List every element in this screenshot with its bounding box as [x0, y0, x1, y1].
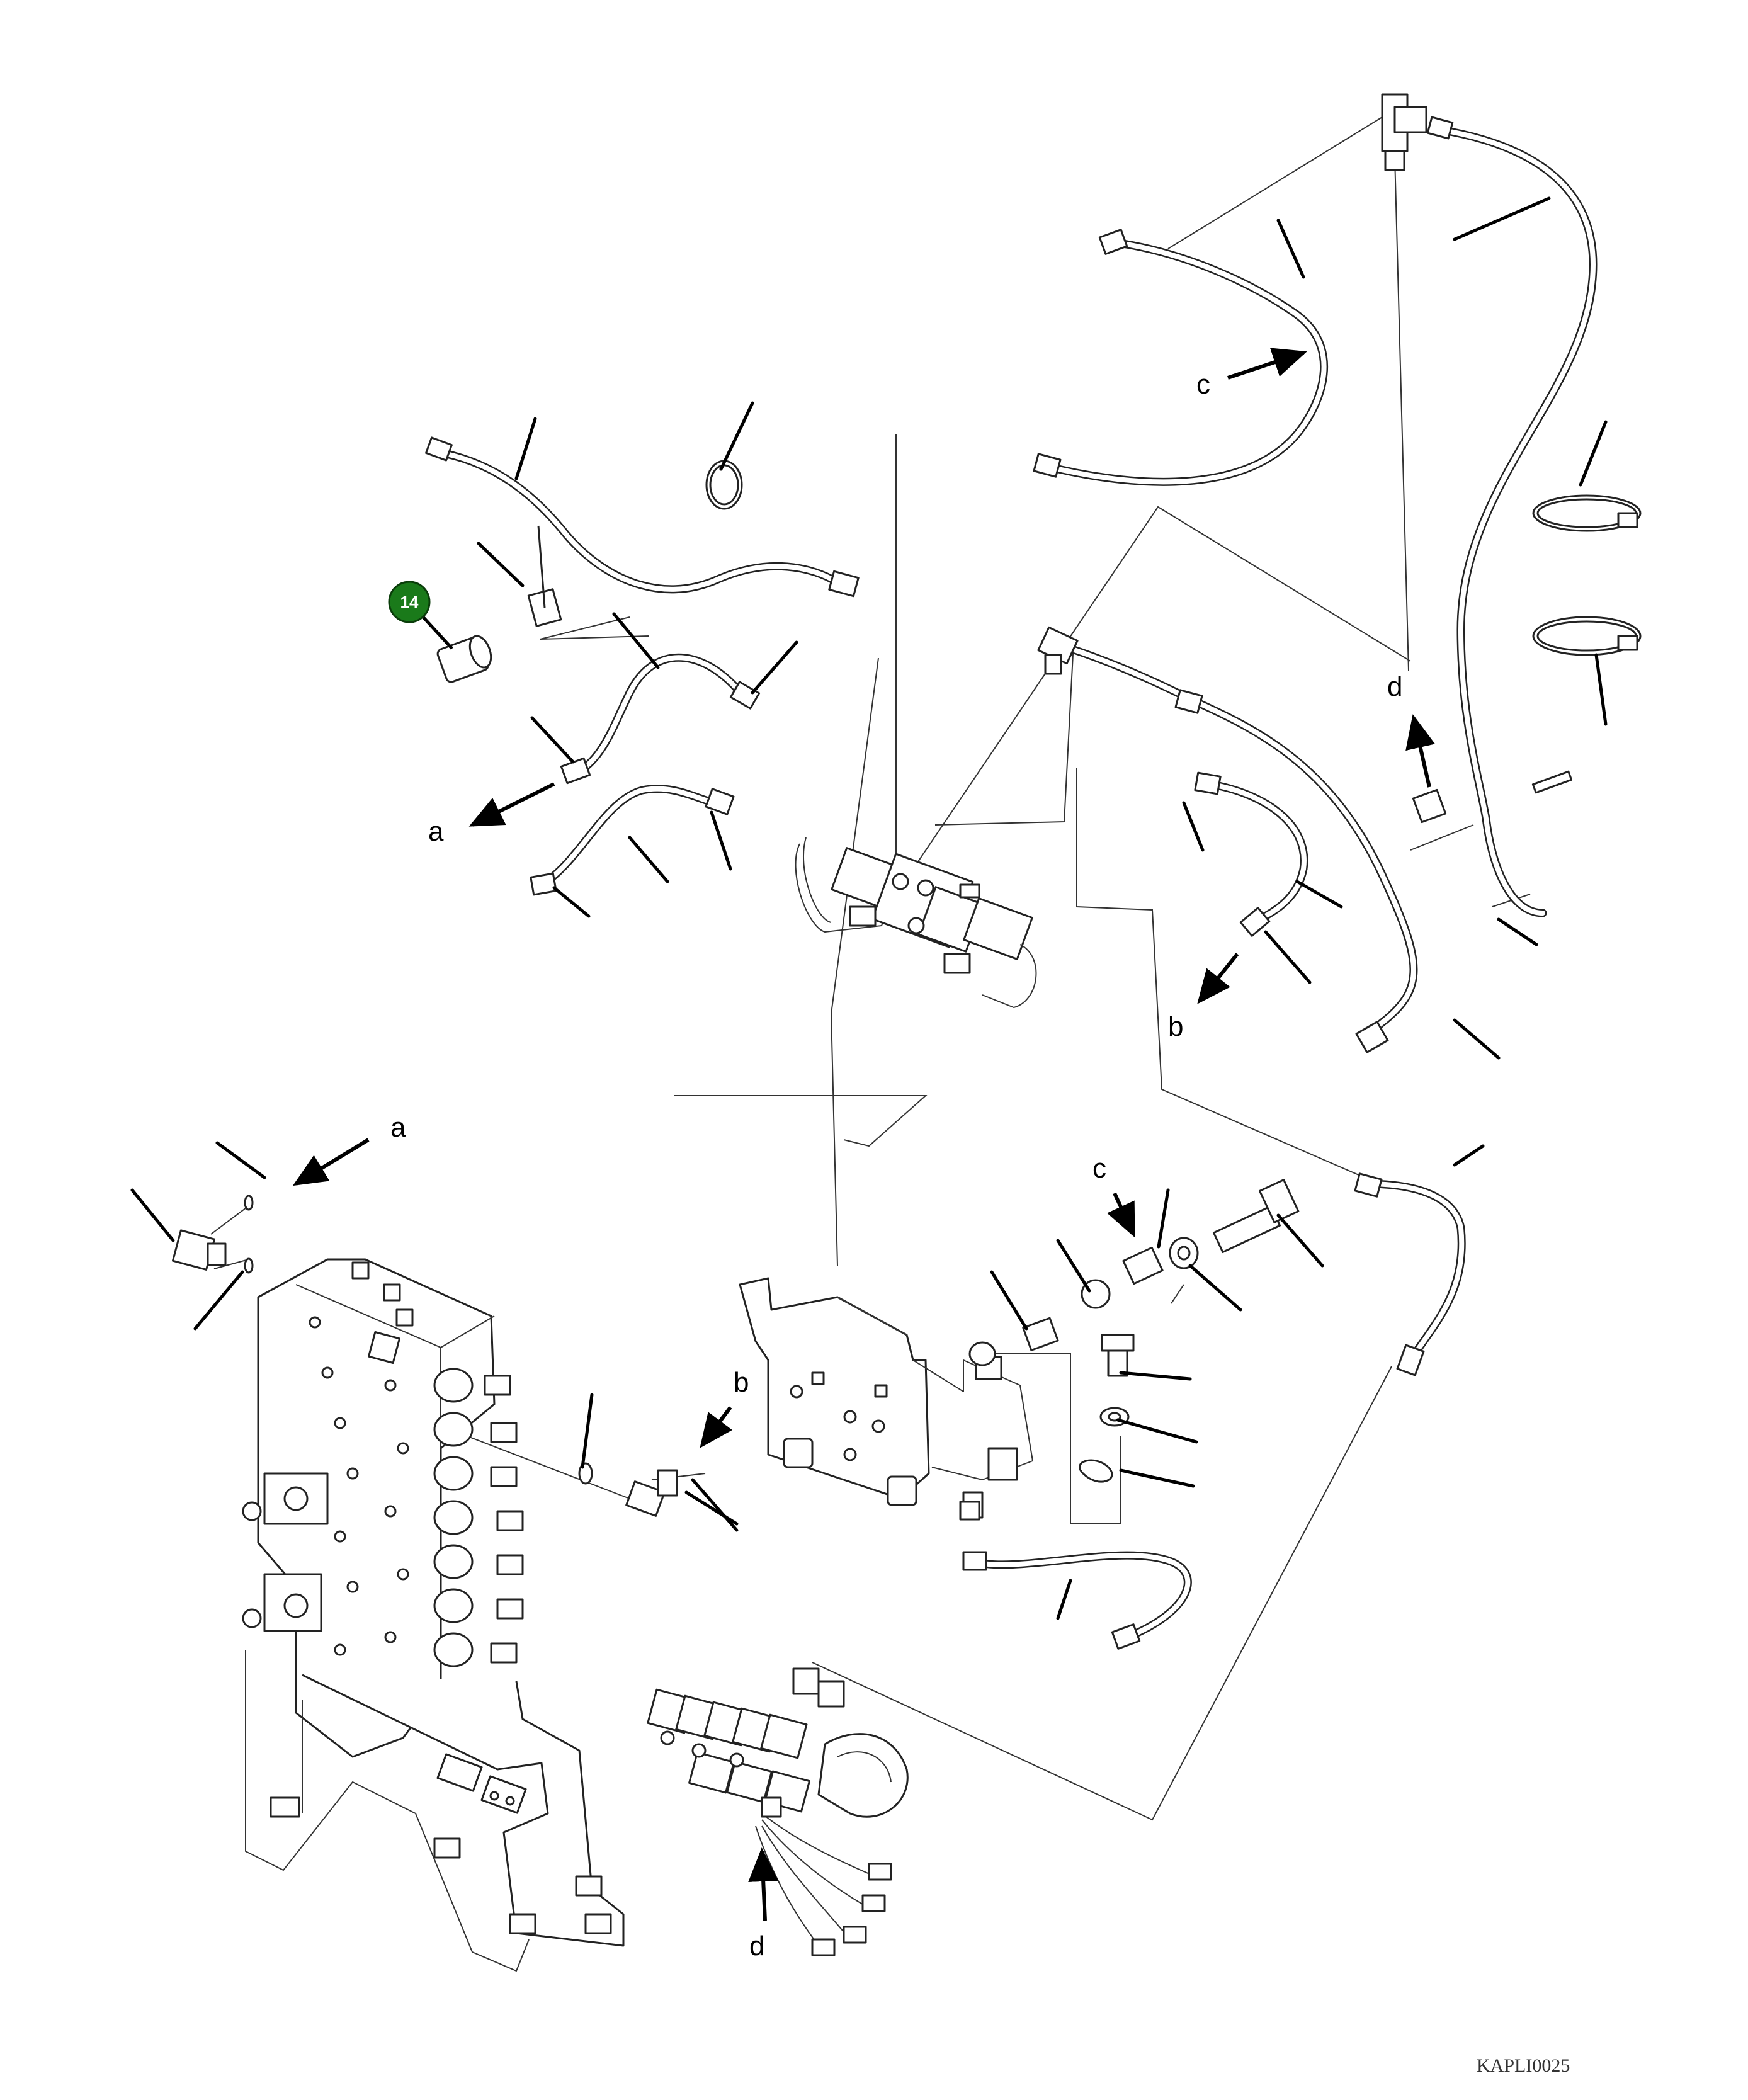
reference-letters: c a b d a b c d [390, 369, 1402, 1961]
main-control-valve [242, 1258, 625, 1972]
arrow-a-lower [292, 1138, 370, 1186]
hose-upper-left [440, 449, 842, 594]
solenoid-valve-assembly [795, 837, 1037, 1008]
ref-letter-a-upper: a [428, 816, 444, 847]
hose-c [1041, 238, 1328, 486]
arrow-a-upper [468, 782, 555, 827]
drawing-code: KAPLI0025 [1477, 2055, 1570, 2076]
hose-a-upper [575, 653, 747, 776]
ref-letter-c-lower: c [1092, 1153, 1106, 1184]
hose-fittings [425, 116, 1573, 1650]
elbow-fitting [1037, 626, 1079, 675]
hose-top-right [1431, 125, 1598, 917]
adapter-fittings-left [171, 1195, 678, 1517]
hose-clip [527, 525, 562, 627]
arrow-b-lower [700, 1406, 732, 1448]
clamp-right-upper [1532, 494, 1642, 532]
callout-14[interactable]: 14 [388, 581, 453, 650]
mounting-bracket [739, 1277, 1033, 1521]
leader-lines [130, 196, 1608, 1620]
arrow-d-lower [748, 1847, 779, 1921]
ref-letter-d-upper: d [1387, 671, 1402, 702]
ref-letter-b-upper: b [1168, 1011, 1183, 1042]
hose-lower-right [1362, 1179, 1466, 1365]
arrow-c-upper [1227, 348, 1307, 380]
callout-badge[interactable] [388, 581, 431, 623]
hose-a-lower [537, 785, 719, 889]
tee-fitting [1381, 93, 1427, 171]
hose-middle-right [1066, 644, 1418, 1043]
clamp-upper [705, 460, 743, 510]
arrow-d-upper [1405, 714, 1436, 788]
arrow-c-lower [1107, 1192, 1135, 1238]
bolt-and-bushings [968, 1179, 1300, 1483]
ref-letter-b-lower: b [734, 1367, 749, 1398]
ref-letter-d-lower: d [749, 1931, 764, 1961]
reference-arrows [292, 348, 1436, 1921]
arrow-b-upper [1197, 953, 1239, 1004]
pilot-valve-assembly [647, 1667, 909, 1956]
hose-bottom-center [968, 1551, 1192, 1642]
hose-b [1205, 780, 1308, 927]
ref-letter-a-lower: a [390, 1112, 406, 1143]
ref-letter-c-upper: c [1196, 369, 1210, 400]
callout-number: 14 [400, 593, 419, 611]
clamp-right-lower [1532, 616, 1642, 656]
